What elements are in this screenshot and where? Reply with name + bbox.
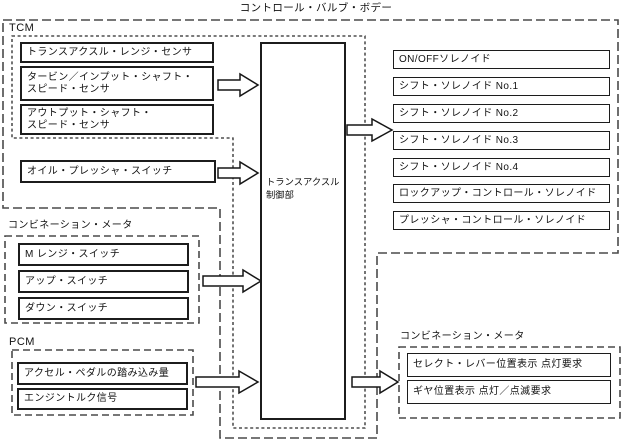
arrow-oil-pressure-switch-to-control-unit <box>217 160 260 186</box>
transaxle-control-unit-label: トランスアクスル 制御部 <box>266 177 340 200</box>
combination-meter-output-group-boundary <box>398 346 621 419</box>
shift-solenoid-no4-box: シフト・ソレノイド No.4 <box>393 158 610 177</box>
down-switch-box: ダウン・スイッチ <box>18 297 189 320</box>
pcm-label: PCM <box>9 336 35 348</box>
select-lever-position-display-request-box: セレクト・レバー位置表示 点灯要求 <box>407 353 611 377</box>
arrow-control-unit-to-meter-display <box>351 369 400 395</box>
combination-meter-output-label: コンビネーション・メータ <box>400 331 525 342</box>
shift-solenoid-no3-box: シフト・ソレノイド No.3 <box>393 131 610 150</box>
combination-meter-input-group-boundary <box>4 235 200 324</box>
on-off-solenoid-box: ON/OFFソレノイド <box>393 50 610 69</box>
arrow-sensors-to-control-unit <box>217 72 260 98</box>
pcm-group-boundary <box>11 349 194 416</box>
output-shaft-speed-sensor-box: アウトプット・シャフト・ スピード・センサ <box>20 104 214 135</box>
pressure-control-solenoid-box: プレッシャ・コントロール・ソレノイド <box>393 211 610 230</box>
gear-position-display-request-box: ギヤ位置表示 点灯／点滅要求 <box>407 380 611 404</box>
shift-solenoid-no1-box: シフト・ソレノイド No.1 <box>393 77 610 96</box>
arrow-pcm-to-control-unit <box>195 369 260 395</box>
diagram-title: コントロール・バルブ・ボデー <box>239 2 393 14</box>
oil-pressure-switch-box: オイル・プレッシャ・スイッチ <box>20 160 216 183</box>
m-range-switch-box: M レンジ・スイッチ <box>18 243 189 266</box>
arrow-meter-switches-to-control-unit <box>202 268 263 294</box>
up-switch-box: アップ・スイッチ <box>18 270 189 293</box>
tcm-boundary <box>11 35 366 429</box>
engine-torque-signal-box: エンジントルク信号 <box>17 388 188 410</box>
arrow-control-unit-to-solenoids <box>346 117 394 143</box>
accelerator-pedal-depression-box: アクセル・ペダルの踏み込み量 <box>17 362 188 385</box>
tcm-label: TCM <box>9 22 35 34</box>
turbine-input-shaft-speed-sensor-box: タービン／インプット・シャフト・ スピード・センサ <box>20 66 214 101</box>
control-valve-body-boundary <box>2 19 619 439</box>
lockup-control-solenoid-box: ロックアップ・コントロール・ソレノイド <box>393 184 610 203</box>
combination-meter-input-label: コンビネーション・メータ <box>8 220 133 231</box>
transaxle-range-sensor-box: トランスアクスル・レンジ・センサ <box>20 42 214 63</box>
transaxle-control-unit-box <box>260 42 346 420</box>
shift-solenoid-no2-box: シフト・ソレノイド No.2 <box>393 104 610 123</box>
